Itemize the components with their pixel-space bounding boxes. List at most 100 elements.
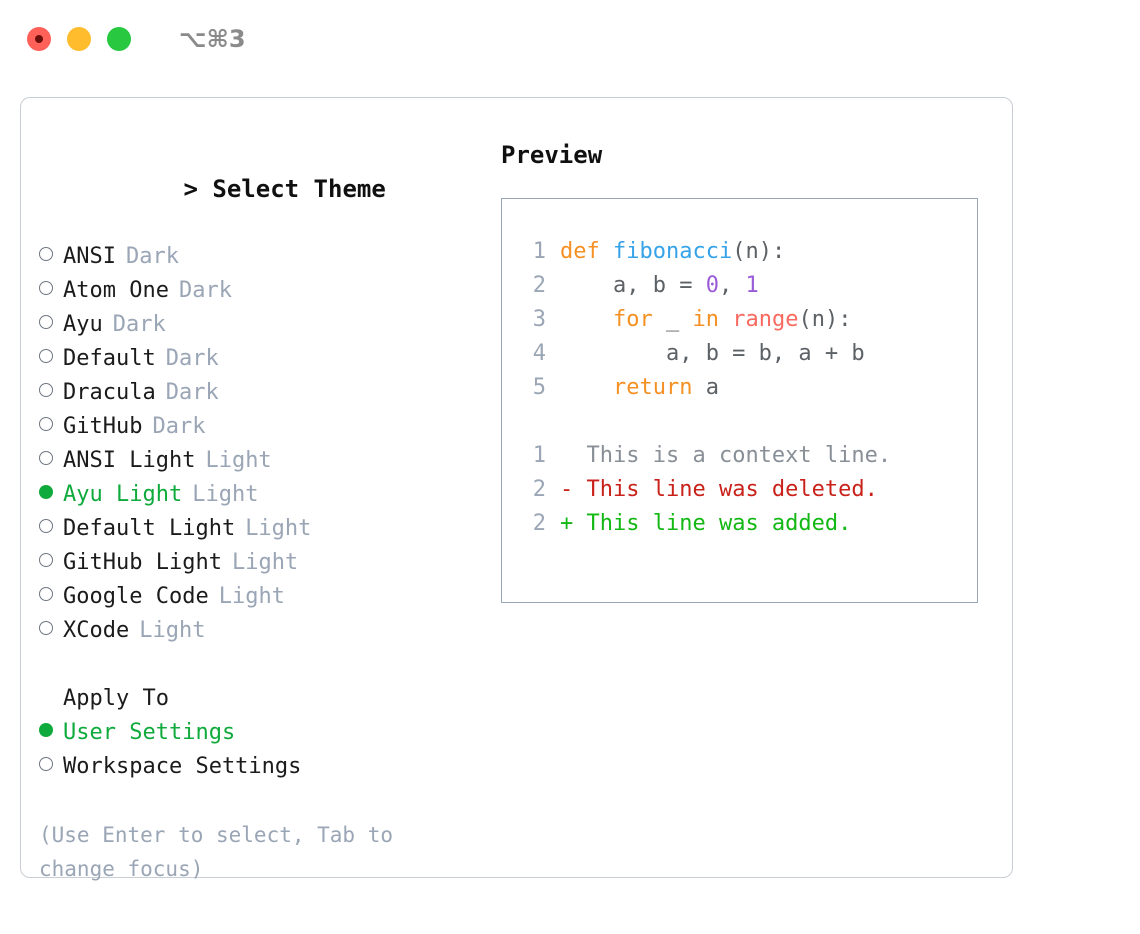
theme-option-label: Dracula [63, 380, 156, 405]
diff-text: This line was deleted. [586, 477, 878, 502]
minimize-button[interactable] [67, 27, 91, 51]
diff-line: 2+ This line was added. [502, 507, 977, 541]
diff-line-text: + This line was added. [560, 507, 851, 541]
radio-unselected-icon [39, 587, 53, 601]
apply-to-option-label: User Settings [63, 720, 236, 745]
radio-unselected-icon [39, 451, 53, 465]
radio-unselected-icon [39, 553, 53, 567]
theme-option-variant-tag: Dark [125, 244, 179, 269]
radio-unselected-icon [39, 519, 53, 533]
diff-sample: 1 This is a context line.2- This line wa… [502, 439, 977, 541]
code-line: 4 a, b = b, a + b [502, 337, 977, 371]
theme-option-variant-tag: Light [139, 618, 206, 643]
code-line-text: a, b = b, a + b [560, 337, 865, 371]
radio-unselected-icon [39, 281, 53, 295]
theme-option-label: GitHub Light [63, 550, 222, 575]
theme-option-label: GitHub [63, 414, 143, 439]
code-token [560, 375, 613, 400]
theme-option-ansi[interactable]: ANSI Dark [39, 240, 479, 274]
code-token: return [612, 375, 693, 400]
theme-option-variant-tag: Light [245, 516, 312, 541]
theme-option-ayu[interactable]: Ayu Dark [39, 308, 479, 342]
code-token [719, 307, 732, 332]
diff-line: 1 This is a context line. [502, 439, 977, 473]
theme-option-ansi-light[interactable]: ANSI Light Light [39, 444, 479, 478]
code-line-text: for _ in range(n): [560, 303, 851, 337]
code-token: in [692, 307, 719, 332]
code-line: 2 a, b = 0, 1 [502, 269, 977, 303]
diff-marker [560, 443, 587, 468]
code-token: range [732, 307, 799, 332]
diff-marker: + [560, 511, 587, 536]
radio-unselected-icon [39, 247, 53, 261]
code-line: 1 def fibonacci(n): [502, 235, 977, 269]
theme-option-label: Default [63, 346, 156, 371]
code-token: def [560, 239, 613, 264]
code-token [560, 307, 613, 332]
theme-picker-heading: > Select Theme [39, 138, 479, 240]
theme-option-label: Google Code [63, 584, 209, 609]
code-line-text: def fibonacci(n): [560, 235, 785, 269]
traffic-light-group [27, 27, 131, 51]
theme-option-github-light[interactable]: GitHub Light Light [39, 546, 479, 580]
code-token: 0 [705, 273, 719, 298]
apply-to-option-workspace-settings[interactable]: Workspace Settings [39, 750, 479, 784]
code-token: fibonacci [612, 239, 733, 264]
code-line-text: a, b = 0, 1 [560, 269, 759, 303]
diff-text: This is a context line. [586, 443, 892, 468]
diff-line: 2- This line was deleted. [502, 473, 977, 507]
keyboard-shortcut-label: ⌥⌘3 [179, 25, 246, 53]
code-line: 3 for _ in range(n): [502, 303, 977, 337]
theme-option-default-light[interactable]: Default Light Light [39, 512, 479, 546]
code-token: _ [652, 307, 693, 332]
keyboard-hint-text: (Use Enter to select, Tab to change focu… [39, 823, 406, 881]
theme-option-variant-tag: Light [218, 584, 285, 609]
theme-option-google-code[interactable]: Google Code Light [39, 580, 479, 614]
radio-unselected-icon [39, 383, 53, 397]
radio-unselected-icon [39, 349, 53, 363]
theme-option-default[interactable]: Default Dark [39, 342, 479, 376]
recording-dot-icon [35, 35, 43, 43]
close-button[interactable] [27, 27, 51, 51]
theme-option-variant-tag: Dark [152, 414, 206, 439]
apply-to-option-user-settings[interactable]: User Settings [39, 716, 479, 750]
theme-option-label: ANSI [63, 244, 116, 269]
code-line: 5 return a [502, 371, 977, 405]
maximize-button[interactable] [107, 27, 131, 51]
theme-option-variant-tag: Light [205, 448, 272, 473]
theme-option-label: XCode [63, 618, 130, 643]
code-line-text: return a [560, 371, 719, 405]
theme-option-variant-tag: Dark [165, 346, 219, 371]
radio-selected-icon [39, 485, 53, 499]
code-token: , [718, 273, 746, 298]
line-number: 1 [532, 239, 546, 264]
line-number: 2 [532, 273, 546, 298]
titlebar: ⌥⌘3 [0, 0, 1140, 78]
diff-line-text: This is a context line. [560, 439, 892, 473]
theme-picker-heading-label: Select Theme [212, 175, 386, 203]
theme-option-variant-tag: Light [231, 550, 299, 575]
theme-option-label: Ayu [63, 312, 103, 337]
preview-heading: Preview [501, 141, 603, 169]
code-token: a, b = b, a + b [560, 341, 865, 366]
theme-option-variant-tag: Dark [112, 312, 166, 337]
code-token: (n): [732, 239, 786, 264]
radio-unselected-icon [39, 621, 53, 635]
code-spacer [502, 405, 977, 439]
theme-option-github[interactable]: GitHub Dark [39, 410, 479, 444]
theme-option-xcode[interactable]: XCode Light [39, 614, 479, 648]
theme-option-label: ANSI Light [63, 448, 196, 473]
theme-option-label: Ayu Light [63, 482, 183, 507]
line-number: 4 [532, 341, 546, 366]
line-number: 5 [532, 375, 546, 400]
theme-option-label: Default Light [63, 516, 236, 541]
